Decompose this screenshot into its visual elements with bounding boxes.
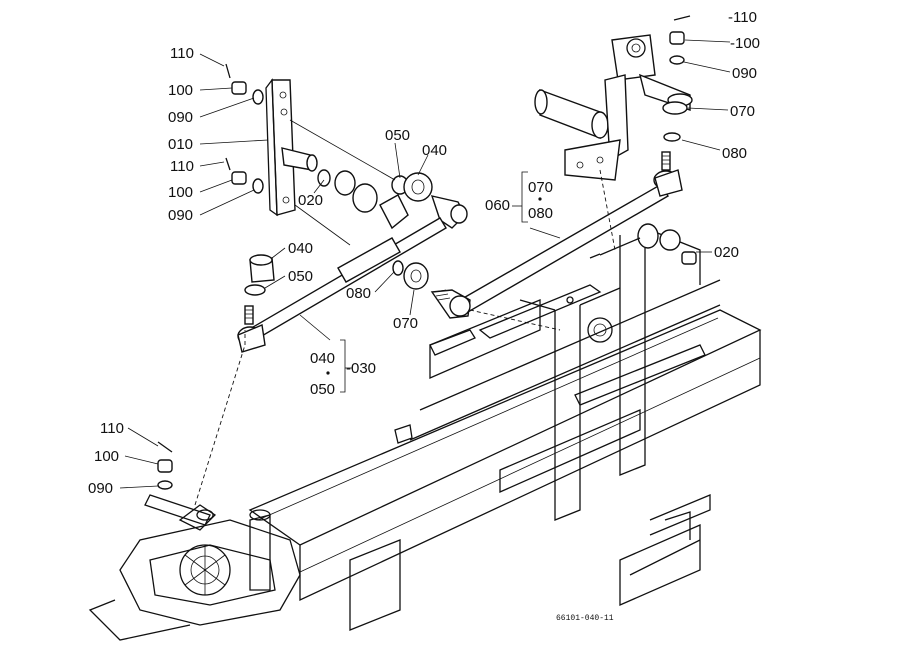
label-050-upper: 050 — [385, 127, 410, 144]
bracket-010 — [265, 78, 318, 217]
front-axle-gearbox — [88, 494, 301, 641]
label-060: 060 — [485, 197, 510, 214]
label-110-left-top: 110 — [170, 45, 194, 62]
label-090-right-top: 090 — [732, 65, 757, 82]
label-090-left-bottom: 090 — [88, 480, 113, 497]
label-100-left-top: 100 — [168, 82, 193, 99]
group-brackets — [326, 171, 542, 393]
frame-mount-right — [589, 223, 697, 265]
label-080-right: 080 — [722, 145, 747, 162]
nut-washer-left-bottom — [157, 441, 173, 490]
label-100-left-mid: 100 — [168, 184, 193, 201]
nut-washer-left-top — [225, 63, 264, 194]
label-040-cap: 040 — [288, 240, 313, 257]
label-030: -030 — [346, 360, 376, 377]
label-110-left-bottom: 110 — [100, 420, 124, 437]
label-050-group: 050 — [310, 381, 335, 398]
leader-lines — [119, 39, 731, 506]
label-070-mid: 070 — [393, 315, 418, 332]
label-020-left: 020 — [298, 192, 323, 209]
rod-end-parts-upper — [317, 169, 468, 230]
label-090-left-mid: 090 — [168, 207, 193, 224]
label-110-left-mid: 110 — [170, 158, 194, 175]
label-070-group: 070 — [528, 179, 553, 196]
label-110-right-top: -110 — [728, 9, 757, 26]
label-080-mid: 080 — [346, 285, 371, 302]
label-010: 010 — [168, 136, 193, 153]
figure-code: 66101-040-11 — [556, 614, 614, 623]
part-labels: 110 100 090 010 110 100 090 020 050 040 … — [88, 9, 760, 623]
label-100-left-bottom: 100 — [94, 448, 119, 465]
cap-washer-left — [244, 254, 275, 296]
label-080-group: 080 — [528, 205, 553, 222]
label-020-right: 020 — [714, 244, 739, 261]
label-040-group: 040 — [310, 350, 335, 367]
tie-rod-030 — [237, 217, 447, 353]
label-040-upper: 040 — [422, 142, 447, 159]
steering-arm-right — [534, 34, 693, 181]
label-100-right-top: -100 — [730, 35, 760, 52]
label-090-left-top: 090 — [168, 109, 193, 126]
tie-rod-060 — [392, 151, 683, 319]
label-070-right: 070 — [730, 103, 755, 120]
nut-washer-right-top — [662, 15, 691, 142]
label-050-washer: 050 — [288, 268, 313, 285]
